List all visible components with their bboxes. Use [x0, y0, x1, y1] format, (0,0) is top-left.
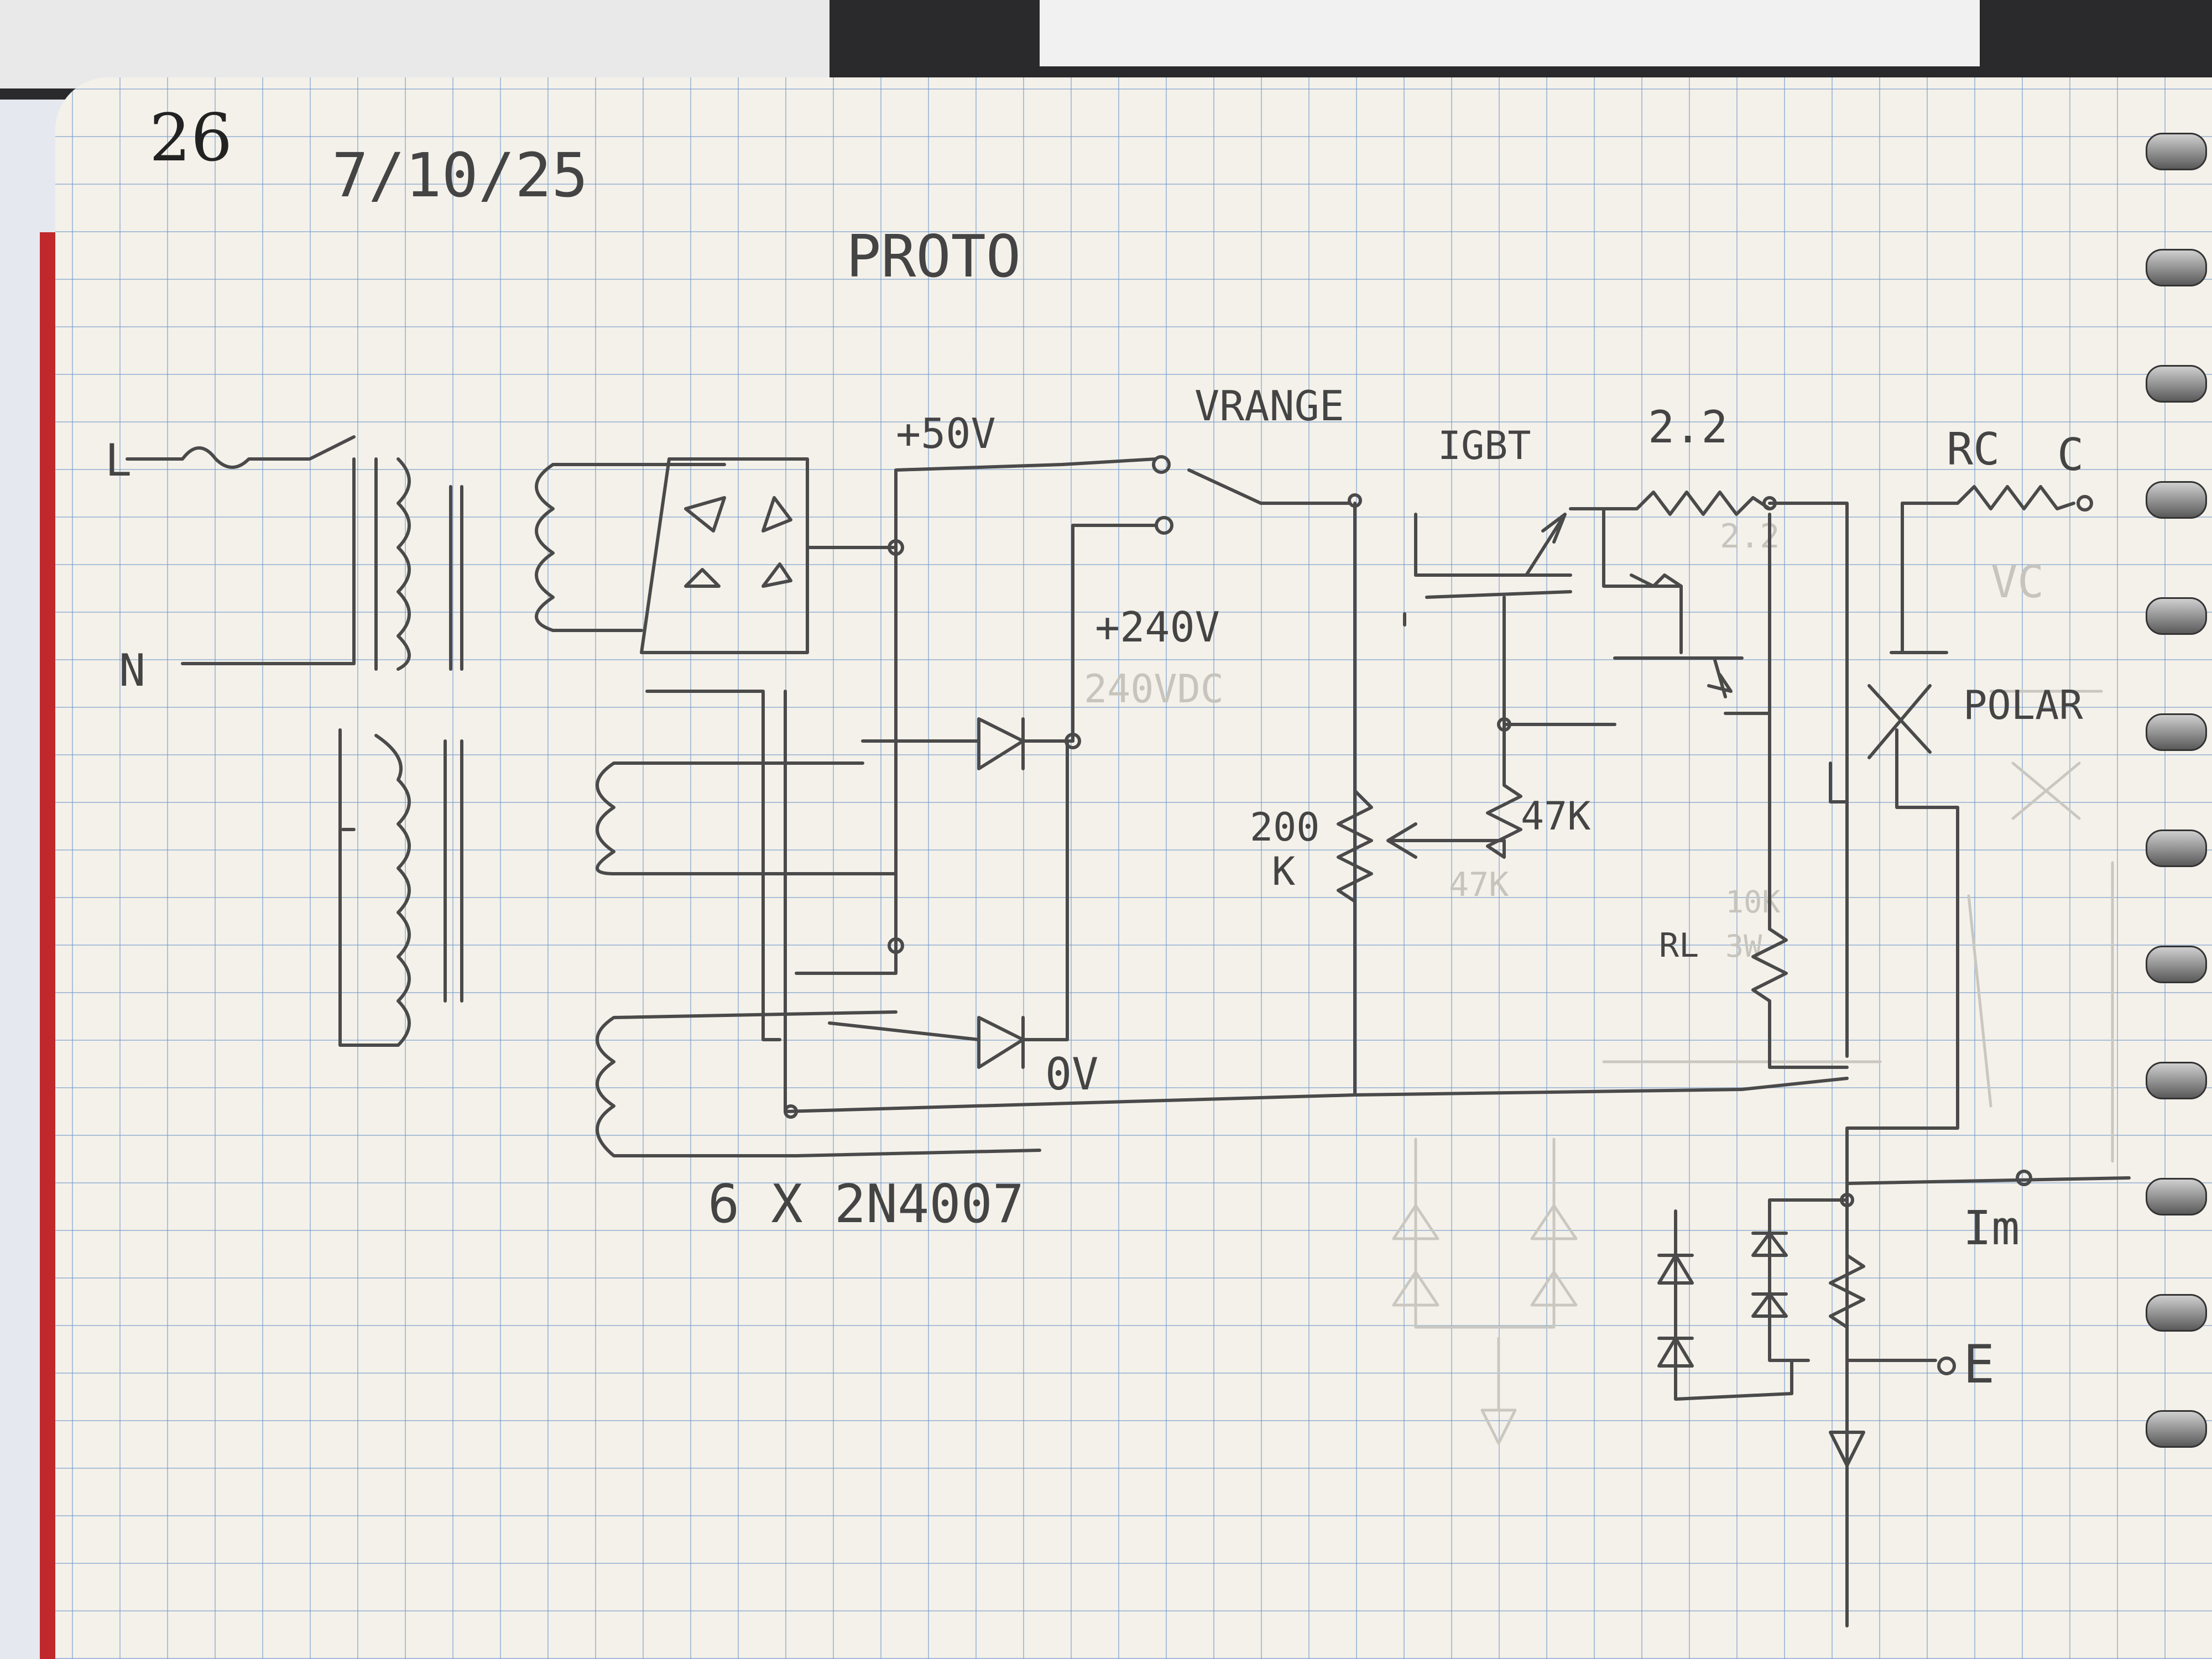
- resistor-47k: [1486, 717, 1616, 859]
- date-label: 7/10/25: [332, 140, 588, 211]
- igbt-label: IGBT: [1438, 423, 1531, 468]
- binding-ring: [2146, 1410, 2207, 1448]
- neutral-label: N: [119, 645, 145, 696]
- vrange-label: VRANGE: [1194, 382, 1344, 430]
- pot-unit-label: K: [1272, 849, 1295, 894]
- binding-ring: [2146, 365, 2207, 403]
- faint-vc-label: VC: [1991, 556, 2044, 608]
- graph-paper-page: [55, 77, 2212, 1659]
- plus240-label: +240V: [1095, 603, 1220, 651]
- faint-240vdc-label: 240VDC: [1084, 666, 1224, 712]
- zero-v-label: 0V: [1045, 1048, 1098, 1100]
- page-title: PROTO: [846, 223, 1021, 290]
- binding-ring: [2146, 249, 2207, 286]
- page-number: 26: [149, 100, 233, 176]
- binding-ring: [2146, 597, 2207, 635]
- rl-label: RL: [1659, 926, 1699, 965]
- line-label: L: [105, 435, 132, 486]
- igbt-transistor: [1403, 513, 1572, 726]
- spiral-binding: [2146, 133, 2212, 1460]
- r47k-label: 47K: [1521, 794, 1590, 839]
- binding-ring: [2146, 946, 2207, 983]
- rc-label: RC: [1947, 424, 2000, 475]
- diode-note: 6 X 2N4007: [708, 1174, 1024, 1235]
- potentiometer-200k: [1337, 493, 1495, 1097]
- binding-ring: [2146, 713, 2207, 751]
- binding-ring: [2146, 1294, 2207, 1332]
- polar-label: POLAR: [1963, 682, 2083, 728]
- desk-paper-top: [1040, 0, 1980, 66]
- plus50-rail: [795, 455, 1171, 975]
- vrange-switch: [1187, 468, 1351, 505]
- binding-ring: [2146, 1062, 2207, 1099]
- binding-ring: [2146, 481, 2207, 519]
- bridge-rectifier: [640, 457, 898, 1041]
- c-terminal-label: C: [2057, 429, 2084, 481]
- rl-value-label: 10K: [1725, 884, 1780, 920]
- zero-v-bus: [784, 690, 1849, 1119]
- plus50-label: +50V: [896, 409, 996, 458]
- binding-ring: [2146, 133, 2207, 170]
- plus240-rail: [828, 516, 1173, 1069]
- r-2-2-label: 2.2: [1648, 401, 1728, 453]
- binding-ring: [2146, 830, 2207, 867]
- faint-47k-label: 47K: [1449, 865, 1509, 904]
- output-stage: [1657, 1170, 2131, 1467]
- mains-input: [126, 435, 356, 831]
- binding-ring: [2146, 1178, 2207, 1215]
- pot-value-label: 200: [1250, 805, 1319, 850]
- transformer-primary: [338, 457, 463, 1047]
- polarity-switch: [1768, 485, 2093, 1627]
- erased-traces: [1392, 690, 2114, 1445]
- load-resistor-rl: [1751, 513, 1849, 1069]
- transformer-secondaries: [535, 463, 1041, 1157]
- im-label: Im: [1963, 1201, 2020, 1256]
- desk-paper: [0, 0, 830, 88]
- e-terminal-label: E: [1963, 1334, 1995, 1395]
